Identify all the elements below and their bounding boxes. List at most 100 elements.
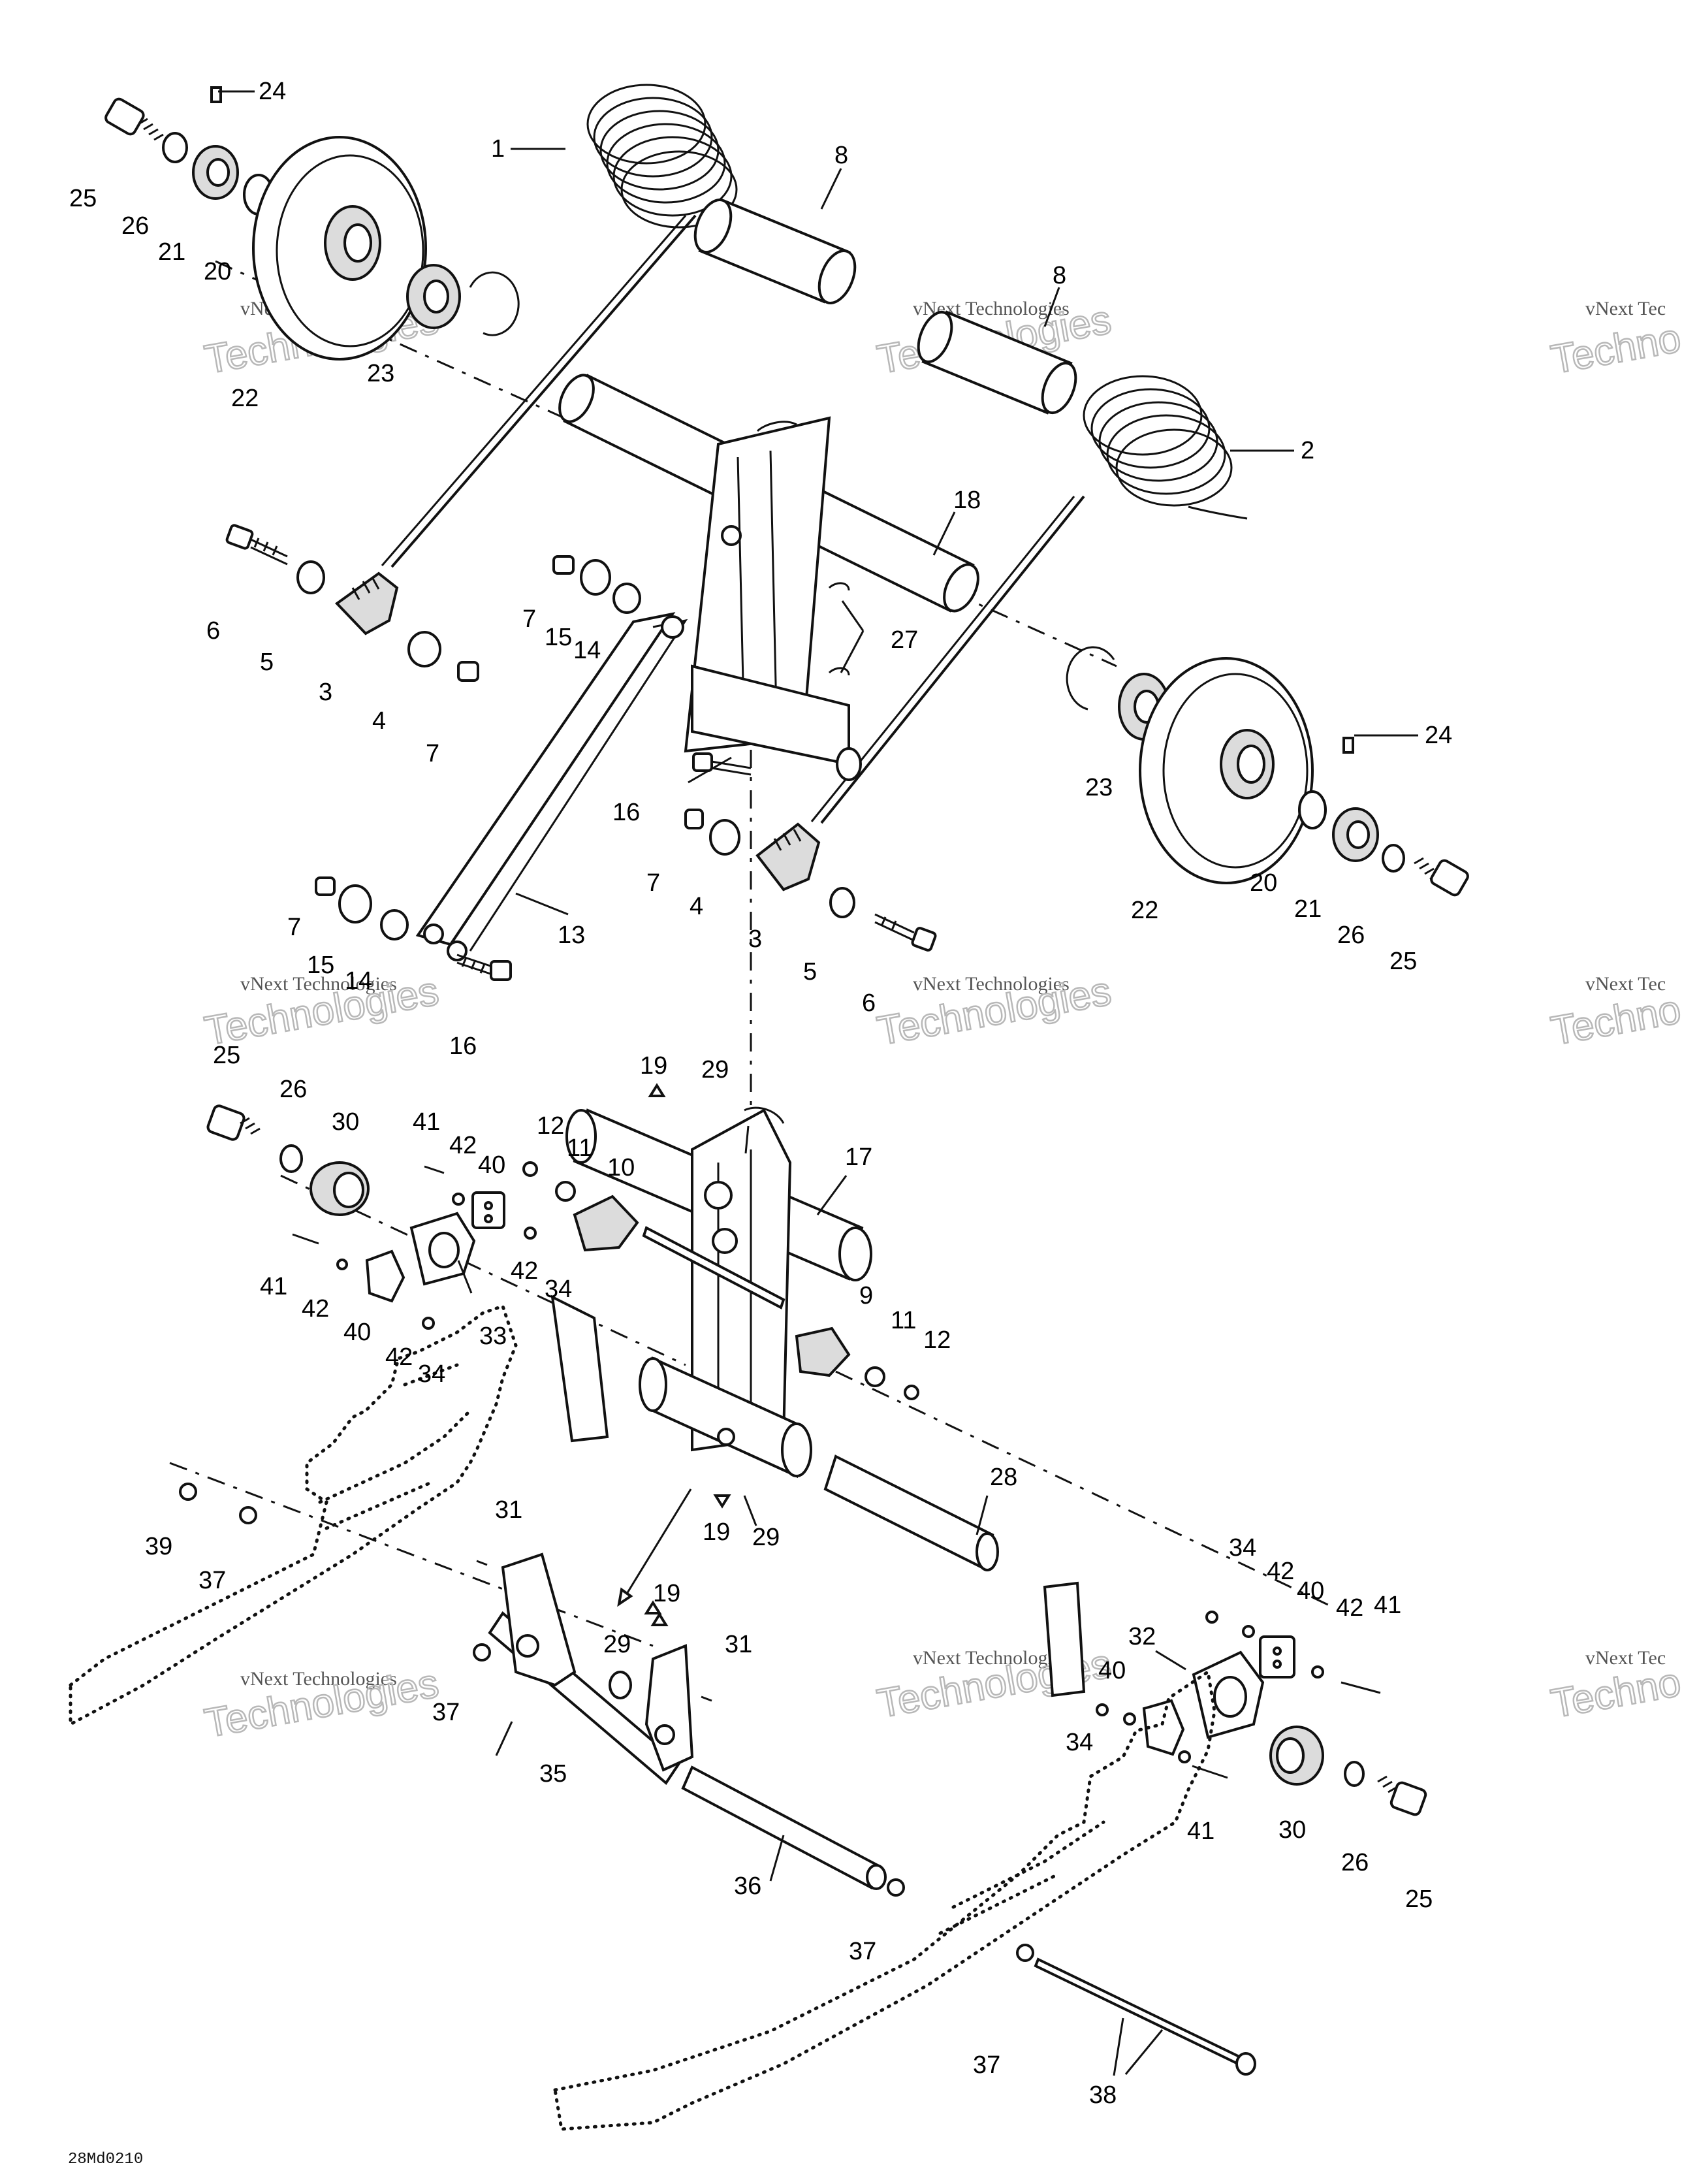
callout-20: 20 <box>204 258 231 285</box>
callout-40: 40 <box>478 1151 505 1179</box>
callout-3: 3 <box>748 925 762 953</box>
callout-33: 33 <box>479 1323 507 1350</box>
callout-26: 26 <box>1337 922 1365 949</box>
callout-7: 7 <box>426 740 439 767</box>
washer-37 <box>239 1506 257 1524</box>
callout-12: 12 <box>923 1326 951 1354</box>
washer-42 <box>452 1193 465 1206</box>
callout-19: 19 <box>640 1052 667 1080</box>
left-idler-wheel-assembly <box>104 86 520 361</box>
callout-6: 6 <box>862 989 876 1017</box>
callout-41: 41 <box>260 1273 287 1300</box>
callout-15: 15 <box>307 952 334 979</box>
callout-42: 42 <box>1336 1594 1363 1622</box>
idler-wheel-22-left <box>252 136 427 361</box>
callouts: 1 2 3 3 4 4 5 5 6 6 7 7 7 7 8 8 9 10 11 … <box>69 78 1452 2109</box>
callout-24: 24 <box>1425 722 1452 749</box>
callout-15: 15 <box>545 624 572 651</box>
callout-29: 29 <box>752 1524 780 1551</box>
callout-7: 7 <box>522 605 536 633</box>
callout-13: 13 <box>558 922 585 949</box>
watermark-text: vNext Tec <box>1585 1647 1666 1669</box>
bracket-right-small <box>1043 1581 1086 1697</box>
callout-42: 42 <box>1267 1558 1294 1585</box>
bushing-14-lower <box>380 909 409 940</box>
link-hardware-lower <box>315 876 512 981</box>
stopper-10 <box>522 1161 639 1252</box>
washer-26-left <box>162 132 188 163</box>
washer-42 <box>1311 1665 1324 1678</box>
callout-42: 42 <box>511 1257 538 1285</box>
callout-12: 12 <box>537 1112 564 1140</box>
callout-9: 9 <box>859 1282 873 1309</box>
washer-42 <box>336 1259 348 1270</box>
callout-34: 34 <box>418 1360 445 1388</box>
collar-21-right <box>1332 807 1379 862</box>
watermark-text: vNext Tec <box>1585 973 1666 995</box>
watermark-text: Techno <box>1547 315 1682 383</box>
front-arm-17 <box>565 1106 872 1479</box>
callout-26: 26 <box>121 212 149 240</box>
bolt-6-right <box>874 913 937 952</box>
callout-29: 29 <box>701 1056 729 1084</box>
nut-39 <box>179 1483 197 1501</box>
plate-40-lower <box>365 1249 405 1303</box>
callout-40: 40 <box>1098 1657 1126 1684</box>
rod-28 <box>823 1454 999 1571</box>
callout-37: 37 <box>973 2051 1000 2079</box>
callout-23: 23 <box>1085 774 1113 801</box>
screw-31 <box>476 1560 488 1566</box>
screw-41-upper <box>424 1165 445 1174</box>
watermark-text: vNext Technologies <box>240 973 397 995</box>
callout-26: 26 <box>279 1076 307 1103</box>
callout-21: 21 <box>1294 895 1322 923</box>
callout-1: 1 <box>491 135 505 163</box>
callout-34: 34 <box>1066 1729 1093 1756</box>
clips-27 <box>828 582 850 676</box>
direction-arrow-line <box>622 1488 692 1601</box>
bolt-25-right-lower <box>1377 1775 1427 1816</box>
callout-10: 10 <box>607 1154 635 1181</box>
callout-18: 18 <box>953 487 981 514</box>
right-spring-adjuster <box>684 582 937 952</box>
screw-31 <box>701 1695 712 1702</box>
callout-21: 21 <box>158 238 185 266</box>
callout-19: 19 <box>653 1580 680 1607</box>
left-rail <box>69 1304 518 1727</box>
callout-27: 27 <box>891 626 918 654</box>
callout-37: 37 <box>432 1699 460 1726</box>
callout-40: 40 <box>1297 1577 1324 1605</box>
plate-40-right-upper <box>1259 1635 1295 1678</box>
washer-37 <box>887 1878 905 1897</box>
callout-41: 41 <box>1187 1818 1214 1845</box>
callout-22: 22 <box>231 385 259 412</box>
callout-20: 20 <box>1250 869 1277 897</box>
spacer-15-lower <box>338 884 372 923</box>
cam-3-right <box>755 822 821 891</box>
right-rail <box>553 1669 1216 2131</box>
bolt-16-lower <box>456 954 512 981</box>
nut-7-right <box>684 809 704 829</box>
nut-34 <box>524 1227 537 1240</box>
callout-40: 40 <box>343 1319 371 1346</box>
callout-11: 11 <box>567 1134 592 1162</box>
callout-17: 17 <box>845 1144 872 1171</box>
rear-cross-shaft-35 <box>488 1552 694 1785</box>
watermark-text: Techno <box>1547 987 1682 1054</box>
callout-35: 35 <box>539 1760 567 1788</box>
bushing-30-left <box>309 1161 370 1216</box>
plate-40-upper <box>471 1191 505 1229</box>
callout-7: 7 <box>646 869 660 897</box>
callout-19: 19 <box>703 1518 730 1546</box>
callout-42: 42 <box>385 1343 413 1371</box>
nut-7-lower <box>315 876 336 896</box>
callout-31: 31 <box>725 1631 752 1658</box>
diagram-code: 28Md0210 <box>68 2151 143 2168</box>
torsion-spring-1 <box>381 84 738 568</box>
sleeve-8-lower <box>917 310 1077 415</box>
setscrew-24-left <box>210 86 222 103</box>
callout-39: 39 <box>145 1533 172 1560</box>
bushing-30-right <box>1269 1726 1324 1786</box>
callout-25: 25 <box>1389 948 1417 975</box>
